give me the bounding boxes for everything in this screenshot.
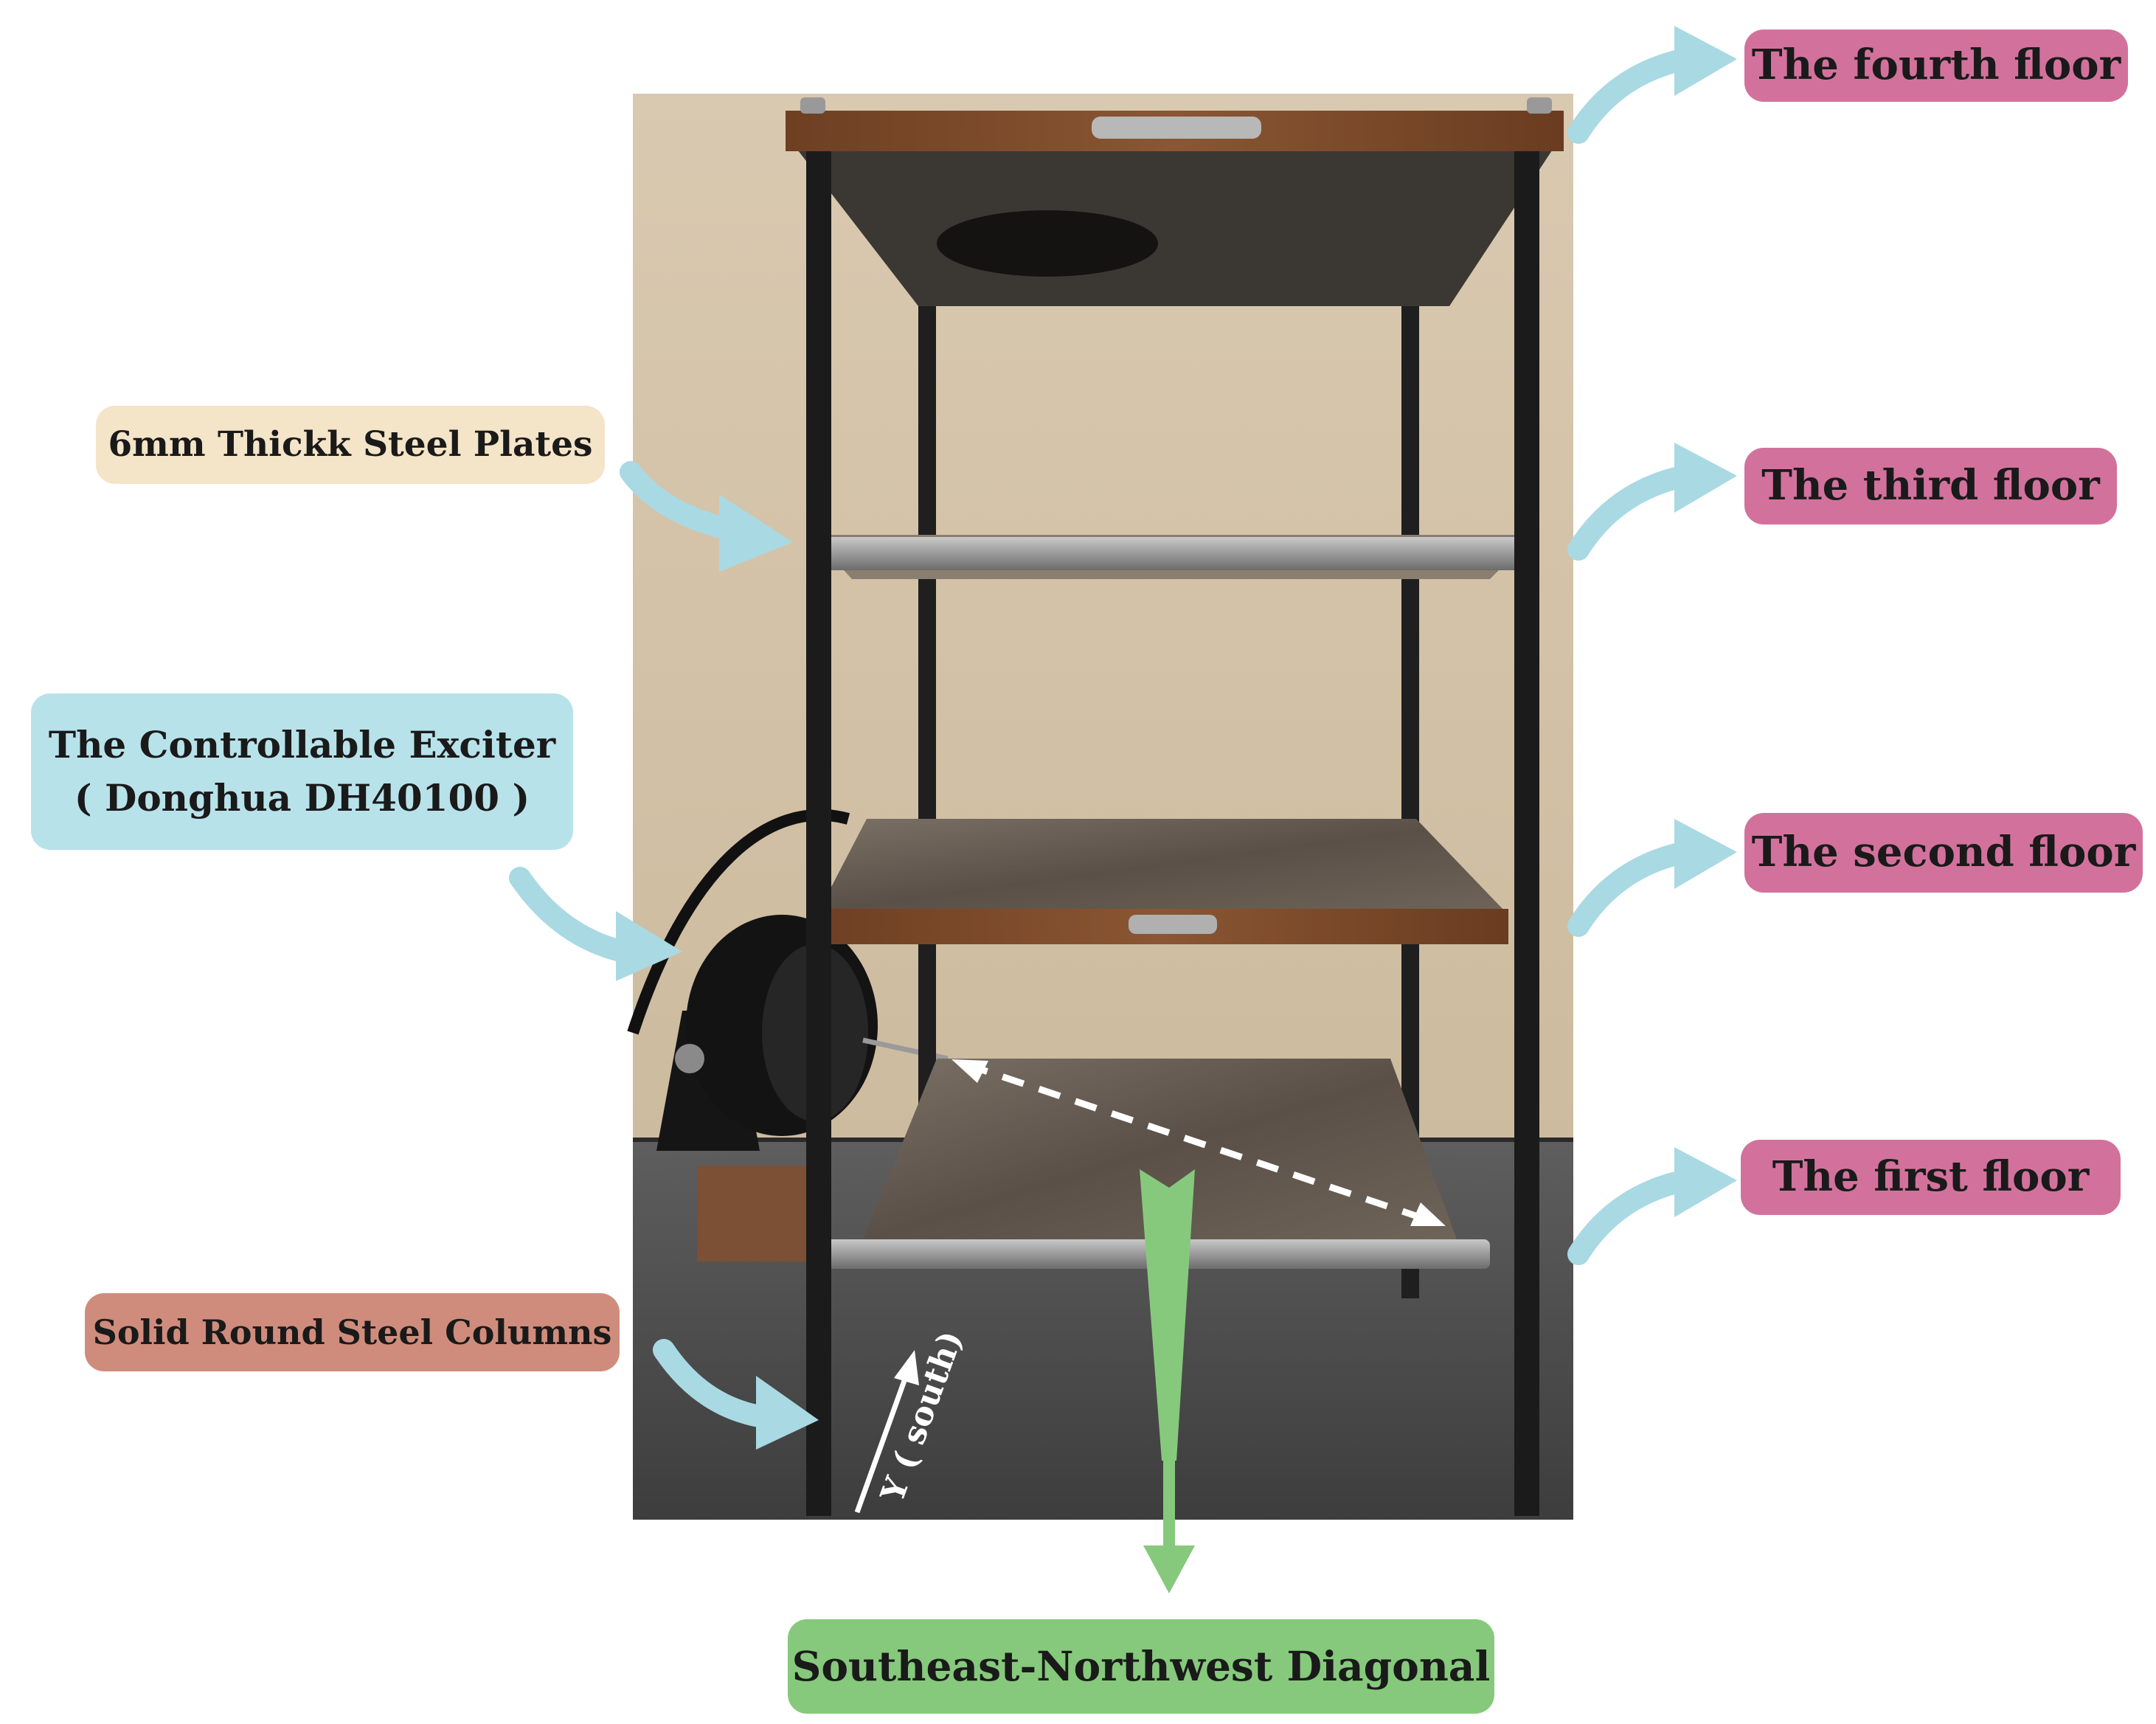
- label-steel-columns: Solid Round Steel Columns: [85, 1293, 620, 1371]
- label-fourth-floor: The fourth floor: [1744, 30, 2128, 102]
- plate-floor-2: [815, 819, 1508, 944]
- diagonal-callout-arrow: [1140, 1169, 1195, 1593]
- diagonal-arrowhead-se: [1410, 1202, 1446, 1226]
- plate-floor-1-top: [863, 1059, 1457, 1239]
- label-second-floor-text: The second floor: [1751, 828, 2136, 877]
- plate-floor-3-edge: [808, 537, 1538, 570]
- plate-floor-4-stain: [937, 210, 1158, 277]
- arrow-second-floor-curve: [1567, 841, 1696, 937]
- diagonal-measure: [952, 1059, 1446, 1226]
- diagonal-callout-shaft: [1163, 1457, 1175, 1549]
- arrow-exciter: [509, 867, 682, 981]
- label-first-floor: The first floor: [1741, 1140, 2121, 1215]
- front-columns: [806, 151, 1539, 1516]
- arrow-first-floor: [1567, 1147, 1737, 1265]
- front-column-left: [806, 151, 831, 1516]
- arrow-exciter-head: [616, 911, 682, 981]
- label-steel-plates-text: 6mm Thickk Steel Plates: [108, 423, 593, 465]
- label-third-floor-text: The third floor: [1761, 461, 2100, 510]
- diagonal-callout-taper: [1140, 1169, 1195, 1461]
- plate-floor-2-top: [819, 819, 1505, 911]
- y-axis-arrow-shaft: [854, 1367, 912, 1514]
- label-third-floor: The third floor: [1744, 448, 2117, 525]
- plate-floor-4: [786, 97, 1564, 306]
- diagonal-dashed-line: [965, 1061, 1432, 1225]
- bolt-right: [1527, 97, 1552, 114]
- label-fourth-floor-text: The fourth floor: [1751, 41, 2121, 90]
- label-steel-columns-text: Solid Round Steel Columns: [92, 1312, 612, 1352]
- plate-floor-2-weld: [1129, 915, 1217, 934]
- photo: [633, 94, 1573, 1520]
- exciter-knob: [675, 1044, 704, 1073]
- exciter-wood-base: [697, 1166, 808, 1261]
- arrow-steel-plates: [620, 461, 793, 572]
- label-exciter-line2: ( Donghua DH40100 ): [74, 776, 530, 820]
- arrow-third-floor-curve: [1567, 465, 1696, 561]
- y-axis-indicator: [854, 1350, 919, 1514]
- y-axis-arrowhead: [894, 1350, 919, 1385]
- plate-floor-3: [808, 535, 1538, 579]
- arrow-first-floor-curve: [1567, 1169, 1696, 1265]
- arrow-second-floor: [1567, 819, 1737, 937]
- label-exciter-line1: The Controllable Exciter: [48, 722, 556, 766]
- callout-arrows: [509, 26, 1737, 1450]
- arrow-steel-columns: [653, 1339, 819, 1450]
- label-second-floor: The second floor: [1744, 813, 2143, 893]
- arrow-fourth-floor: [1567, 26, 1737, 144]
- label-diagonal: Southeast-Northwest Diagonal: [788, 1619, 1494, 1714]
- arrow-steel-columns-curve: [653, 1339, 771, 1427]
- arrow-fourth-floor-head: [1674, 26, 1737, 96]
- arrow-third-floor: [1567, 443, 1737, 561]
- arrow-fourth-floor-curve: [1567, 48, 1696, 144]
- arrow-exciter-curve: [509, 867, 634, 963]
- arrow-third-floor-head: [1674, 443, 1737, 513]
- front-column-right: [1514, 151, 1539, 1516]
- arrow-steel-columns-head: [756, 1376, 819, 1450]
- diagonal-arrowhead-nw: [952, 1059, 988, 1083]
- label-first-floor-text: The first floor: [1772, 1152, 2090, 1202]
- diagonal-callout-head: [1143, 1545, 1195, 1593]
- plate-floor-4-top: [793, 144, 1556, 306]
- arrow-second-floor-head: [1674, 819, 1737, 889]
- plate-floor-4-weld: [1092, 117, 1261, 139]
- arrow-first-floor-head: [1674, 1147, 1737, 1217]
- label-exciter: The Controllable Exciter ( Donghua DH401…: [31, 693, 573, 850]
- label-diagonal-text: Southeast-Northwest Diagonal: [791, 1642, 1491, 1691]
- bolt-left: [800, 97, 825, 114]
- label-steel-plates: 6mm Thickk Steel Plates: [96, 406, 605, 484]
- arrow-steel-plates-head: [719, 494, 793, 572]
